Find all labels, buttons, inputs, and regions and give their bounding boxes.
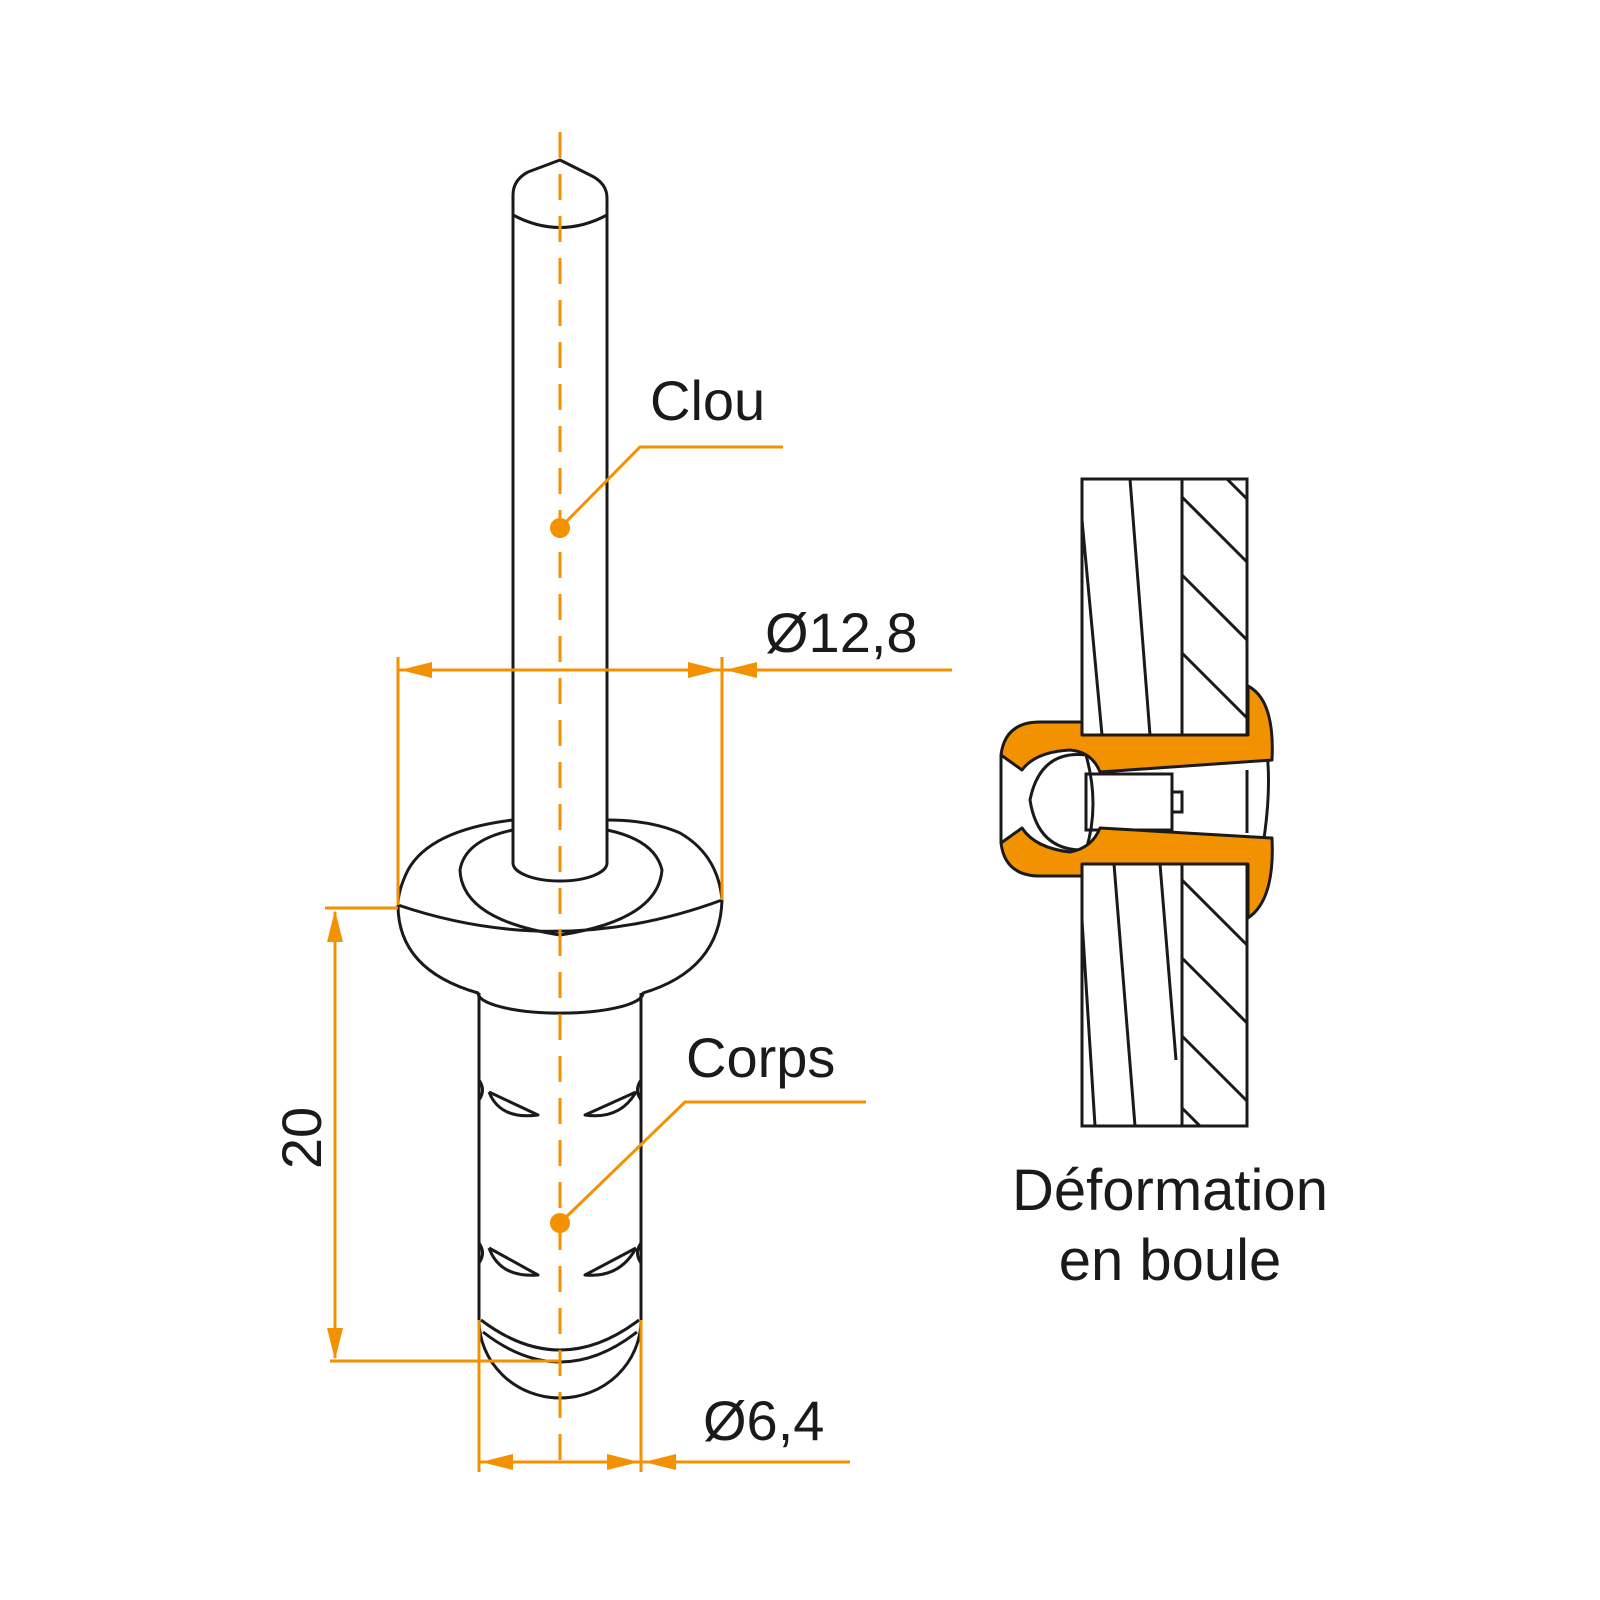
hatch-line — [1180, 1106, 1202, 1128]
body-slot — [583, 1090, 638, 1118]
dimension-arrows — [327, 518, 757, 1470]
plate-outline — [1080, 477, 1249, 737]
body-slot — [583, 1246, 638, 1277]
body-slot — [487, 1246, 540, 1277]
mandrel-ball — [1028, 753, 1095, 852]
wood-grain — [1080, 919, 1097, 1127]
wood-grain — [1080, 519, 1104, 736]
hatch-line — [1180, 495, 1249, 564]
nail-shaft — [511, 215, 609, 883]
leader-dot-body — [550, 1213, 570, 1233]
rivet-head-dome — [396, 818, 724, 1015]
hatch-line — [1225, 477, 1249, 501]
arrowhead — [607, 1454, 639, 1470]
deformed-sleeve — [999, 684, 1274, 920]
caption-line-1: Déformation — [1012, 1158, 1328, 1223]
caption-line-2: en boule — [1058, 1228, 1282, 1293]
leader-nail — [558, 445, 783, 530]
hatch-line — [1180, 1034, 1249, 1103]
leader-body — [558, 1100, 866, 1225]
label-head-diameter: Ø12,8 — [765, 601, 918, 664]
arrowhead — [725, 662, 757, 678]
body-notch — [636, 1079, 643, 1101]
body-notch — [636, 1242, 643, 1264]
label-body-diameter: Ø6,4 — [703, 1389, 825, 1452]
section-view — [1028, 477, 1270, 1128]
body-slot — [487, 1090, 540, 1118]
hatch-line — [1180, 651, 1249, 720]
leader-dot-nail — [550, 518, 570, 538]
wood-grain — [1158, 863, 1178, 1061]
rivet-head-ring — [458, 828, 664, 937]
wood-grain — [1128, 478, 1152, 736]
arrowhead — [400, 662, 432, 678]
arrowhead — [327, 910, 343, 942]
mandrel-section — [1084, 772, 1174, 832]
arrowhead — [481, 1454, 513, 1470]
mandrel-break — [1170, 790, 1184, 814]
nail-tip — [511, 158, 609, 215]
body-notch — [477, 1242, 484, 1264]
sleeve-upper — [999, 684, 1274, 774]
hatch-line — [1180, 956, 1249, 1025]
arrowhead — [644, 1454, 676, 1470]
sleeve-lower — [999, 826, 1274, 920]
hatch-line — [1180, 573, 1249, 642]
arrowhead — [327, 1328, 343, 1360]
hatch-line — [1180, 878, 1249, 947]
label-body: Corps — [686, 1026, 836, 1089]
arrowhead — [688, 662, 720, 678]
wood-grain — [1112, 863, 1137, 1127]
label-nail: Clou — [650, 369, 766, 432]
dimensions — [325, 445, 952, 1472]
body-notch — [477, 1079, 484, 1101]
label-length: 20 — [270, 1106, 333, 1170]
